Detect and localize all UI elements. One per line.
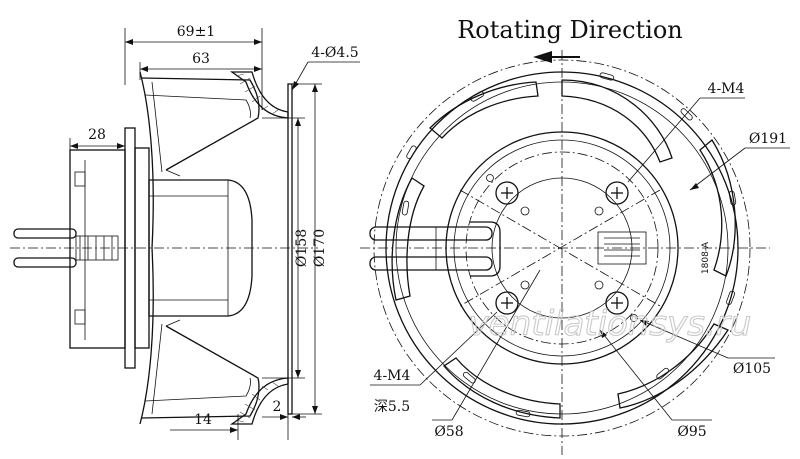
flange-thickness-label: 2 xyxy=(273,399,282,415)
overall-width-label: 69±1 xyxy=(177,24,215,40)
dim-thread-holes-bottom: 4-M4 深5.5 xyxy=(370,311,498,415)
small-holes xyxy=(486,174,638,322)
motor-ring-outer xyxy=(445,131,679,365)
dim-inner-diameter: Ø158 xyxy=(262,117,310,379)
mount-flange xyxy=(287,83,293,415)
side-view: 69±1 63 28 xyxy=(10,24,360,440)
cable-pins xyxy=(369,221,501,277)
rotating-direction-title: Rotating Direction xyxy=(457,16,683,44)
dim-outer-diameter: Ø170 xyxy=(300,83,328,415)
impeller-width-label: 63 xyxy=(192,51,210,67)
dim-connector-depth: 28 xyxy=(69,127,126,158)
hub-diameter-label: Ø58 xyxy=(434,424,463,440)
label-code: 1808-A xyxy=(701,241,711,274)
thread-depth-label: 深5.5 xyxy=(374,399,410,415)
dim-hub-diameter: Ø58 xyxy=(432,269,541,440)
watermark-text: ventilationsys.ru xyxy=(469,304,752,344)
flange-offset-label: 14 xyxy=(194,412,212,428)
dim-impeller-width: 63 xyxy=(139,51,262,80)
terminal-strip xyxy=(597,231,647,265)
hub-circle xyxy=(491,177,633,319)
dim-thread-holes-top: 4-M4 xyxy=(627,81,745,183)
motor-ring-inner xyxy=(453,139,671,357)
circle-95-label: Ø95 xyxy=(677,424,706,440)
outer-diameter-label: Ø170 xyxy=(312,229,328,267)
outer-dashed-circle xyxy=(373,59,751,437)
connector-depth-label: 28 xyxy=(88,127,106,143)
outer-circle-label: Ø191 xyxy=(749,131,787,147)
impeller-back xyxy=(139,71,154,425)
dim-flange-offset: 14 2 xyxy=(170,399,306,440)
thread-holes-top-label: 4-M4 xyxy=(708,81,745,97)
connector-pins xyxy=(13,228,119,268)
blade-slots xyxy=(401,72,737,418)
front-view: 1808-A 4-M4 Ø191 4-M4 深5.5 Ø58 xyxy=(360,50,790,455)
dim-mount-holes: 4-Ø4.5 xyxy=(291,45,360,91)
dim-circle-95: Ø95 xyxy=(599,329,712,440)
motor-housing xyxy=(148,179,253,317)
m4-screws xyxy=(495,181,629,315)
dim-outer-circle: Ø191 xyxy=(689,131,790,191)
mount-holes-label: 4-Ø4.5 xyxy=(311,45,358,61)
impeller-blades xyxy=(391,79,736,419)
shroud-top-section xyxy=(229,71,289,119)
circle-105-label: Ø105 xyxy=(733,361,771,377)
dim-circle-105: Ø105 xyxy=(639,319,775,377)
rotation-arrow-icon xyxy=(533,51,580,63)
thread-holes-bottom-label: 4-M4 xyxy=(374,368,411,384)
connector-body xyxy=(69,149,126,349)
impeller-outer-ring xyxy=(385,71,739,425)
bolt-circle xyxy=(465,151,659,345)
inner-diameter-label: Ø158 xyxy=(294,229,310,267)
